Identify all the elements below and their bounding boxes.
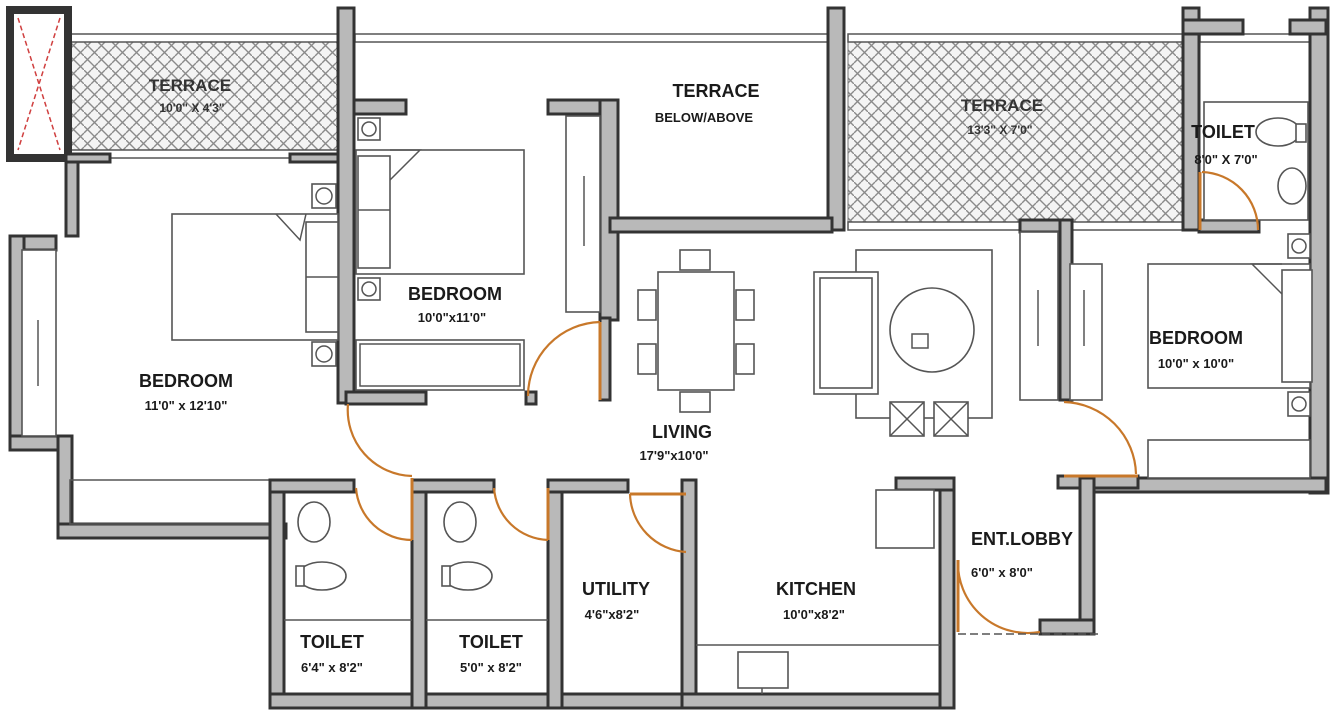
living-name: LIVING xyxy=(652,422,712,442)
terrace-left-hatch xyxy=(69,41,339,151)
toilet-top-size: 8'0" X 7'0" xyxy=(1194,152,1257,167)
dining-table xyxy=(637,249,755,413)
wardrobe-right-1 xyxy=(1019,231,1059,401)
toilet-1-size: 6'4" x 8'2" xyxy=(301,660,363,675)
terrace-right-size: 13'3" X 7'0" xyxy=(967,123,1032,137)
bedroom-right-name: BEDROOM xyxy=(1149,328,1243,348)
toilet-2-name: TOILET xyxy=(459,632,523,652)
terrace-middle-name: TERRACE xyxy=(672,81,759,101)
wardrobe-middle xyxy=(565,115,601,313)
toilet-top-name: TOILET xyxy=(1191,122,1255,142)
wardrobe-right-2 xyxy=(1069,263,1103,401)
bedroom-right-size: 10'0" x 10'0" xyxy=(1158,356,1234,371)
bed-middle xyxy=(355,117,525,391)
bedroom-middle-size: 10'0"x11'0" xyxy=(418,310,486,325)
terrace-right-hatch xyxy=(847,41,1184,223)
kitchen-size: 10'0"x8'2" xyxy=(783,607,845,622)
bed-right xyxy=(1147,233,1313,479)
ent-lobby-name: ENT.LOBBY xyxy=(971,529,1073,549)
living-seating xyxy=(813,249,993,437)
toilet-2-fixtures xyxy=(441,501,493,591)
toilet-1-name: TOILET xyxy=(300,632,364,652)
ent-lobby-size: 6'0" x 8'0" xyxy=(971,565,1033,580)
terrace-left-size: 10'0" X 4'3" xyxy=(159,101,224,115)
toilet-1-fixtures xyxy=(295,501,347,591)
duct xyxy=(6,6,72,162)
door-swings xyxy=(346,170,1260,635)
terrace-right-name: TERRACE xyxy=(961,96,1043,115)
kitchen-fixtures xyxy=(737,489,935,694)
toilet-top-fixtures xyxy=(1203,101,1309,221)
wardrobe-left xyxy=(21,249,57,437)
bedroom-middle-name: BEDROOM xyxy=(408,284,502,304)
bedroom-left-size: 11'0" x 12'10" xyxy=(145,398,228,413)
terrace-left-name: TERRACE xyxy=(149,76,231,95)
utility-size: 4'6"x8'2" xyxy=(585,607,640,622)
room-labels: TERRACE 10'0" X 4'3" TERRACE BELOW/ABOVE… xyxy=(139,76,1258,675)
bedroom-left-name: BEDROOM xyxy=(139,371,233,391)
terrace-middle-note: BELOW/ABOVE xyxy=(655,110,754,125)
bed-left xyxy=(171,183,339,367)
toilet-2-size: 5'0" x 8'2" xyxy=(460,660,522,675)
living-size: 17'9"x10'0" xyxy=(639,448,708,463)
kitchen-name: KITCHEN xyxy=(776,579,856,599)
toilet-partitions xyxy=(284,619,940,646)
utility-name: UTILITY xyxy=(582,579,650,599)
